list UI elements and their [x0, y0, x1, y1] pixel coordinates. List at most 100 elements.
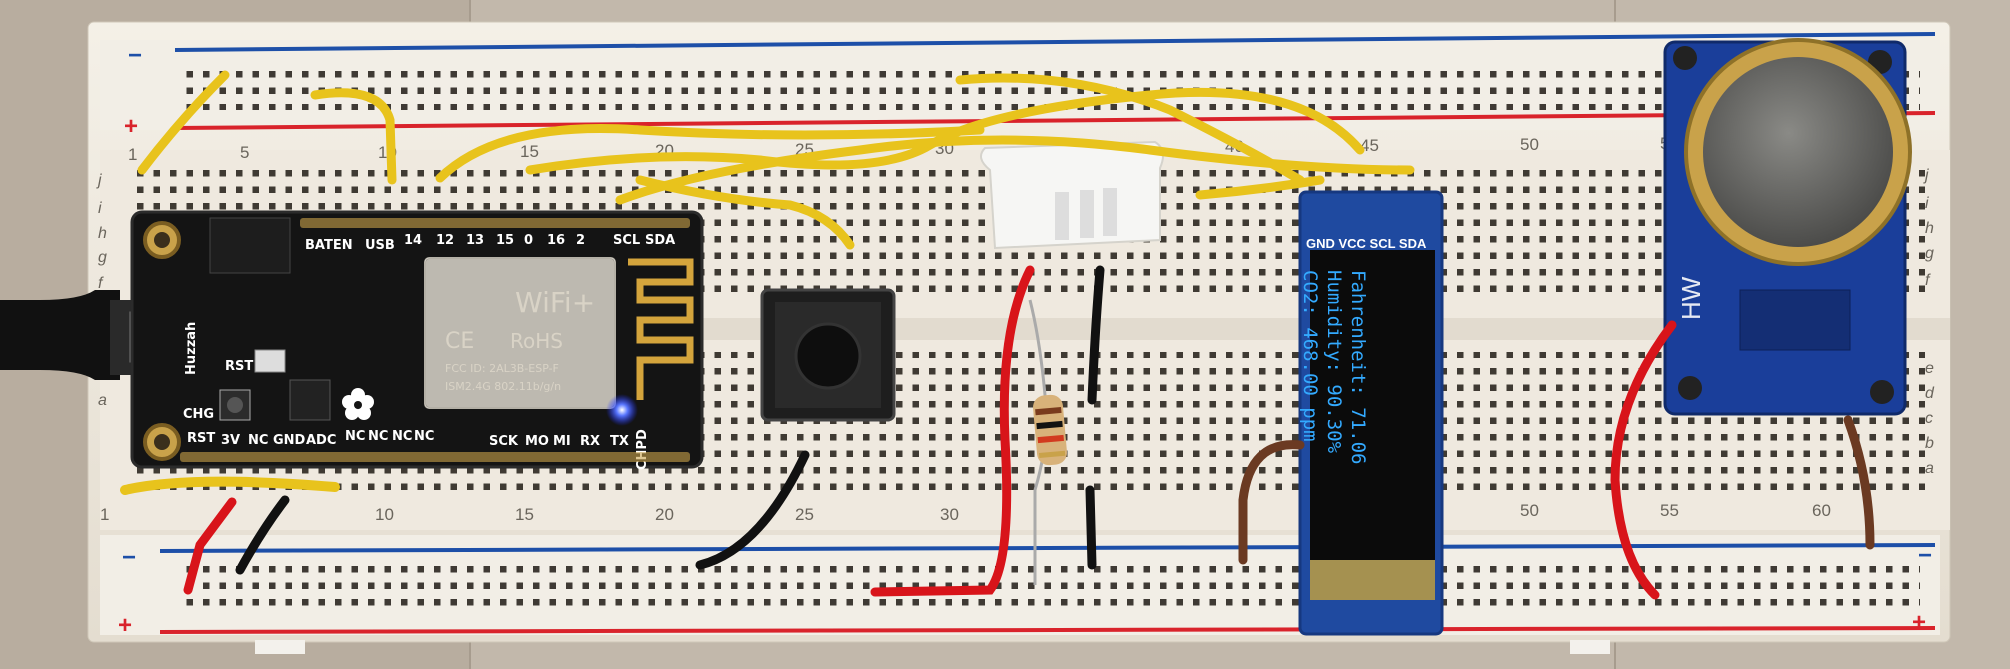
top-rail-plus-label: +: [124, 113, 138, 140]
push-button[interactable]: [760, 288, 896, 422]
humidity-temperature-sensor: [980, 140, 1165, 250]
svg-text:TX: TX: [610, 434, 629, 449]
svg-text:20: 20: [655, 505, 674, 524]
svg-text:13: 13: [466, 233, 484, 248]
svg-text:j: j: [96, 172, 102, 189]
svg-text:i: i: [98, 200, 102, 217]
blue-led-icon: [606, 394, 638, 426]
oled-line-humidity: Humidity: 90.30%: [1323, 270, 1345, 454]
module-rohs-mark: RoHS: [510, 329, 563, 353]
svg-text:15: 15: [496, 233, 514, 248]
rst-label: RST: [225, 359, 253, 374]
board-clip: [255, 640, 305, 654]
module-ism-band: ISM2.4G 802.11b/g/n: [445, 380, 561, 393]
bottom-rail-red-line: [159, 626, 1936, 634]
bottom-rail-plus-label-right: +: [1912, 609, 1926, 636]
svg-text:f: f: [98, 275, 104, 292]
top-rail-red-line: [174, 111, 1936, 130]
svg-text:3V: 3V: [221, 433, 240, 448]
bottom-rail-minus-label-right: −: [1918, 542, 1932, 569]
svg-text:0: 0: [524, 233, 533, 248]
svg-text:RX: RX: [580, 434, 600, 449]
svg-text:h: h: [1925, 220, 1934, 237]
svg-text:a: a: [1925, 460, 1934, 477]
svg-text:j: j: [1923, 167, 1929, 184]
bottom-rail-minus-label: −: [122, 544, 136, 571]
svg-text:30: 30: [940, 505, 959, 524]
svg-text:CHPD: CHPD: [635, 429, 650, 470]
svg-text:50: 50: [1520, 501, 1539, 520]
resistor: [1028, 299, 1067, 585]
svg-text:25: 25: [795, 505, 814, 524]
svg-text:NC: NC: [414, 429, 434, 444]
module-fcc-id: FCC ID: 2AL3B-ESP-F: [445, 362, 559, 375]
row-letters-right: j i h g f e d c b a: [1923, 167, 1935, 477]
column-numbers-bottom: 1 10 15 20 25 30 50 55 60: [100, 501, 1831, 524]
huzzah-label: Huzzah: [184, 322, 199, 375]
svg-text:10: 10: [375, 505, 394, 524]
svg-text:1: 1: [128, 145, 137, 164]
module-wifi-mark: WiFi+: [515, 286, 595, 319]
svg-text:MI: MI: [553, 434, 571, 449]
svg-text:NC: NC: [392, 429, 412, 444]
gas-sensor-module: HW: [1663, 38, 1912, 416]
top-pin-labels: BATEN USB 14 12 13 15 0 16 2 SCL SDA: [305, 233, 675, 253]
svg-text:SDA: SDA: [645, 233, 675, 248]
svg-text:16: 16: [547, 233, 565, 248]
pcb-antenna: [628, 258, 694, 400]
svg-text:f: f: [1925, 272, 1931, 289]
oled-line-temperature: Fahrenheit: 71.06: [1347, 270, 1369, 464]
gas-sensor-mesh: [1703, 57, 1893, 247]
gas-sensor-label: HW: [1676, 276, 1706, 320]
oled-header-pins: GND VCC SCL SDA: [1306, 236, 1427, 251]
svg-text:SCL: SCL: [613, 233, 640, 248]
top-rail-blue-line: [174, 32, 1936, 52]
svg-text:55: 55: [1660, 501, 1679, 520]
svg-text:50: 50: [1520, 135, 1539, 154]
svg-text:c: c: [1925, 410, 1933, 427]
switch-component: [254, 349, 286, 373]
svg-text:d: d: [1925, 385, 1935, 402]
oled-line-co2: CO2: 468.00 ppm: [1299, 270, 1321, 442]
svg-text:g: g: [1925, 245, 1934, 262]
svg-text:14: 14: [404, 233, 422, 248]
module-ce-mark: CE: [445, 329, 474, 354]
top-rail-minus-label: −: [128, 42, 142, 69]
svg-text:e: e: [1925, 360, 1934, 377]
svg-text:60: 60: [1812, 501, 1831, 520]
svg-text:1: 1: [100, 505, 109, 524]
svg-text:15: 15: [515, 505, 534, 524]
svg-text:i: i: [1925, 195, 1929, 212]
svg-text:ADC: ADC: [306, 433, 336, 448]
svg-text:MO: MO: [525, 434, 549, 449]
feather-huzzah-board: WiFi+ CE RoHS FCC ID: 2AL3B-ESP-F ISM2.4…: [130, 210, 704, 470]
svg-text:RST: RST: [187, 431, 215, 446]
usb-serial-chip: [289, 379, 331, 421]
svg-text:GND: GND: [273, 433, 306, 448]
svg-text:45: 45: [1360, 136, 1379, 155]
svg-text:b: b: [1925, 435, 1934, 452]
oled-screen: [1310, 250, 1435, 560]
svg-text:2: 2: [576, 233, 585, 248]
adafruit-flower-icon: [342, 388, 374, 420]
bottom-rail-blue-line: [159, 543, 1936, 553]
svg-text:h: h: [98, 225, 107, 242]
bottom-pin-labels: RST 3V NC GND ADC NC NC NC NC SCK MO MI …: [187, 429, 650, 470]
bottom-rail-plus-label: +: [118, 612, 132, 639]
svg-text:NC: NC: [368, 429, 388, 444]
svg-text:SCK: SCK: [489, 434, 519, 449]
oled-display: GND VCC SCL SDA Fahrenheit: 71.06 Humidi…: [1298, 190, 1444, 636]
svg-text:BATEN: BATEN: [305, 238, 353, 253]
chg-label: CHG: [183, 407, 214, 422]
svg-text:NC: NC: [345, 429, 365, 444]
battery-connector: [209, 217, 291, 274]
svg-text:g: g: [98, 249, 107, 266]
svg-text:NC: NC: [248, 433, 268, 448]
svg-text:12: 12: [436, 233, 454, 248]
svg-text:a: a: [98, 392, 107, 409]
svg-text:15: 15: [520, 142, 539, 161]
svg-text:5: 5: [240, 143, 249, 162]
jumper-wires: [120, 70, 1875, 600]
